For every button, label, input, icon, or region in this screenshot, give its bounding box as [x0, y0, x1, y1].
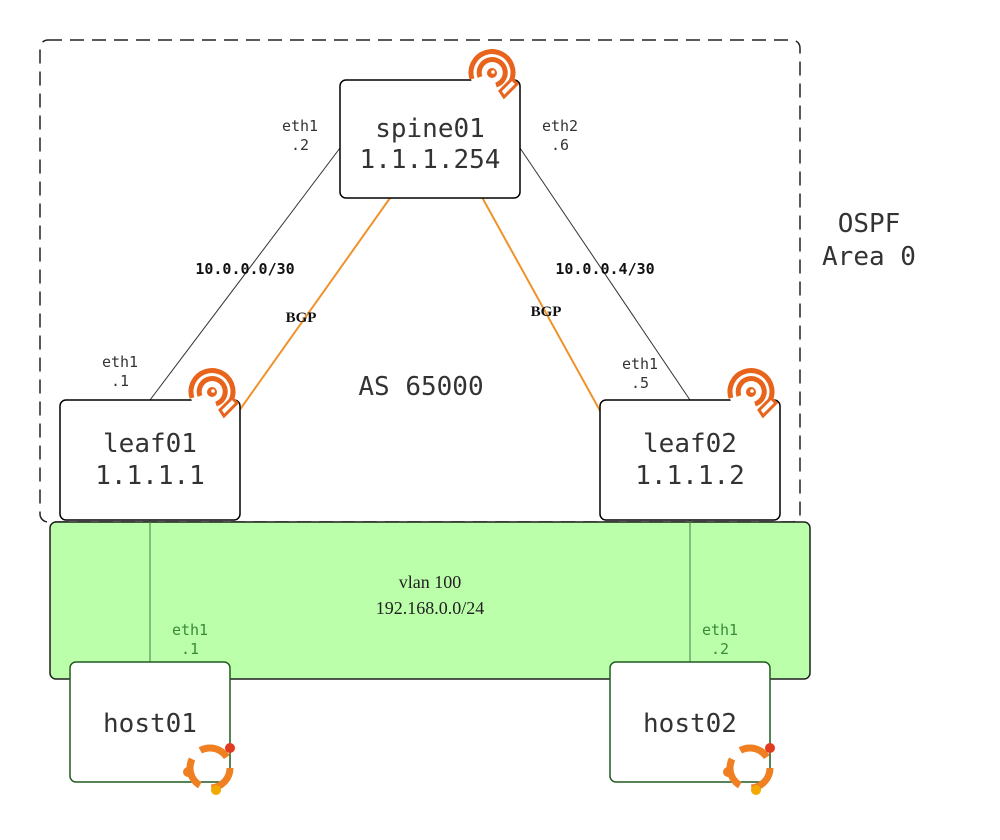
- spine01-node[interactable]: [339, 79, 521, 199]
- ospf-area-label-line2: Area 0: [822, 242, 916, 272]
- leaf01-up-if-name: eth1: [102, 353, 138, 371]
- leaf01-name: leaf01: [103, 429, 197, 459]
- as-label: AS 65000: [358, 372, 483, 402]
- vlan-name: vlan 100: [399, 572, 462, 592]
- host01-if-addr: .1: [181, 640, 199, 658]
- host02-name: host02: [643, 709, 737, 739]
- spine01-right-if-name: eth2: [542, 117, 578, 135]
- vlan-segment: [49, 521, 811, 680]
- leaf01-ip: 1.1.1.1: [95, 461, 205, 491]
- host01-name: host01: [103, 709, 197, 739]
- link-right-subnet: 10.0.0.4/30: [555, 260, 654, 278]
- leaf02-ip: 1.1.1.2: [635, 461, 745, 491]
- spine01-name: spine01: [375, 114, 485, 144]
- spine01-ip: 1.1.1.254: [360, 145, 501, 175]
- bgp-session-right: [465, 167, 627, 459]
- spine01-left-if-name: eth1: [282, 117, 318, 135]
- host02-if-name: eth1: [702, 621, 738, 639]
- leaf02-node[interactable]: [599, 399, 781, 521]
- spine01-left-if-addr: .2: [291, 136, 309, 154]
- leaf02-name: leaf02: [643, 429, 737, 459]
- vlan-subnet: 192.168.0.0/24: [376, 598, 485, 618]
- link-left-subnet: 10.0.0.0/30: [195, 260, 294, 278]
- leaf01-node[interactable]: [59, 399, 241, 521]
- host01-node[interactable]: [69, 661, 231, 783]
- leaf02-up-if-name: eth1: [622, 355, 658, 373]
- host02-node[interactable]: [609, 661, 771, 783]
- bgp-right-label: BGP: [531, 304, 562, 320]
- host01-if-name: eth1: [172, 621, 208, 639]
- leaf01-up-if-addr: .1: [111, 372, 129, 390]
- ospf-area-label-line1: OSPF: [838, 209, 901, 239]
- host02-if-addr: .2: [711, 640, 729, 658]
- bgp-left-label: BGP: [286, 310, 317, 326]
- leaf02-up-if-addr: .5: [631, 374, 649, 392]
- spine01-right-if-addr: .6: [551, 136, 569, 154]
